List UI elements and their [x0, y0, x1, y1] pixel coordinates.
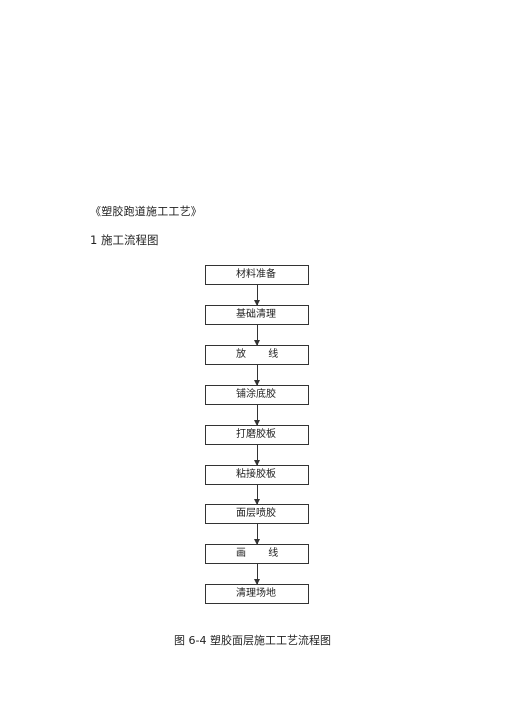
figure-caption: 图 6-4 塑胶面层施工工艺流程图: [174, 634, 331, 647]
flow-arrow: [254, 485, 260, 505]
flow-arrow: [254, 325, 260, 346]
flow-arrow: [254, 285, 260, 306]
flow-step-bond-rubber-sheet: 粘接胶板: [205, 465, 309, 485]
flow-step-material-prep: 材料准备: [205, 265, 309, 285]
flow-step-base-cleaning: 基础清理: [205, 305, 309, 325]
flow-arrow: [254, 524, 260, 545]
flow-arrow: [254, 564, 260, 585]
flow-arrow: [254, 405, 260, 426]
flow-step-site-cleanup: 清理场地: [205, 584, 309, 604]
flow-step-sand-rubber-sheet: 打磨胶板: [205, 425, 309, 445]
flow-arrow: [254, 445, 260, 466]
section-heading: 1 施工流程图: [90, 233, 159, 247]
flow-step-line-marking: 画 线: [205, 544, 309, 564]
flow-step-primer-coating: 铺涂底胶: [205, 385, 309, 405]
flow-arrow: [254, 365, 260, 386]
document-title: 《塑胶跑道施工工艺》: [90, 205, 202, 218]
flow-step-surface-spray: 面层喷胶: [205, 504, 309, 524]
flow-step-layout-lines: 放 线: [205, 345, 309, 365]
